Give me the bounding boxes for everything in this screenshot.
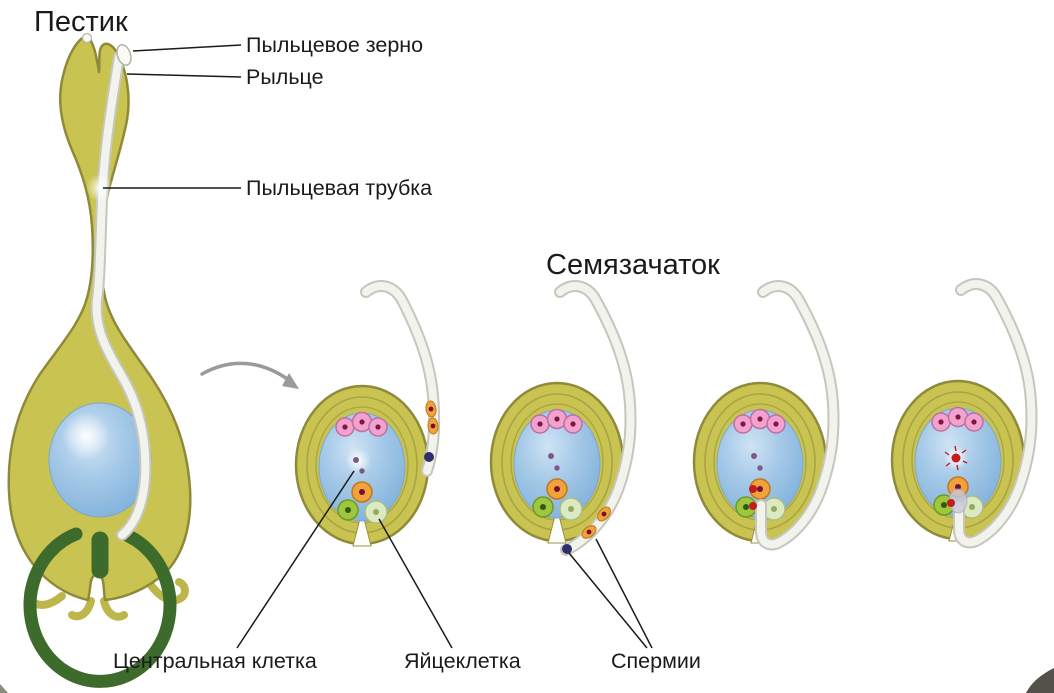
- sperm-entering-stage-3: [749, 485, 757, 510]
- polar-nucleus: [353, 457, 359, 463]
- leader-pollen-grain: [132, 44, 242, 52]
- pollen-tube-stage-1: [360, 280, 441, 477]
- zoom-arrow: [200, 361, 299, 389]
- bottom-left-crop-artifact: [0, 684, 8, 693]
- pollen-tube-stage-3: [755, 280, 840, 551]
- pollen-grain-label: Пыльцевое зерно: [246, 33, 423, 57]
- leader-egg-cell: [378, 518, 453, 649]
- ovule-section-title: Семязачаток: [546, 249, 720, 281]
- leader-sperm-2: [595, 538, 653, 649]
- tube-nucleus: [424, 452, 434, 462]
- ovule-stage-4: [890, 278, 1038, 549]
- pollen-tube-label: Пыльцевая трубка: [246, 176, 432, 200]
- ovule-stage-1: [294, 280, 441, 548]
- bottom-right-crop-artifact: [1026, 668, 1054, 693]
- stigma-label: Рыльце: [246, 65, 324, 89]
- pollen-tube-highlight: [86, 174, 114, 202]
- pistil-illustration: [7, 32, 192, 688]
- stigma-left-tip: [81, 32, 93, 44]
- leader-stigma: [126, 73, 242, 78]
- fertilization-stage-4: [944, 445, 968, 507]
- leader-sperm-1: [568, 552, 648, 649]
- central-cell-label: Центральная клетка: [113, 649, 317, 673]
- ovule-stage-2: [489, 280, 637, 556]
- ovule-highlight: [62, 412, 110, 460]
- egg-cell-label: Яйцеклетка: [404, 649, 521, 673]
- pollen-grain: [116, 44, 132, 66]
- pistil-title: Пестик: [34, 6, 128, 38]
- arrowhead: [282, 373, 299, 389]
- fusion-sparks: [944, 445, 968, 471]
- sperm-in-tube-stage-1: [424, 400, 439, 462]
- polar-nucleus: [359, 468, 365, 474]
- pollen-tube-in-pistil: [90, 51, 152, 541]
- ovule-stage-3: [692, 280, 840, 551]
- leader-central-cell: [236, 470, 355, 649]
- ovary-ring: [23, 527, 177, 688]
- pollen-tube-stage-4: [953, 278, 1038, 549]
- tube-nucleus: [562, 544, 572, 554]
- sperm-cells-label: Спермии: [611, 649, 701, 673]
- callout-lines: [103, 44, 653, 649]
- sperm-in-tube-stage-2: [562, 506, 611, 554]
